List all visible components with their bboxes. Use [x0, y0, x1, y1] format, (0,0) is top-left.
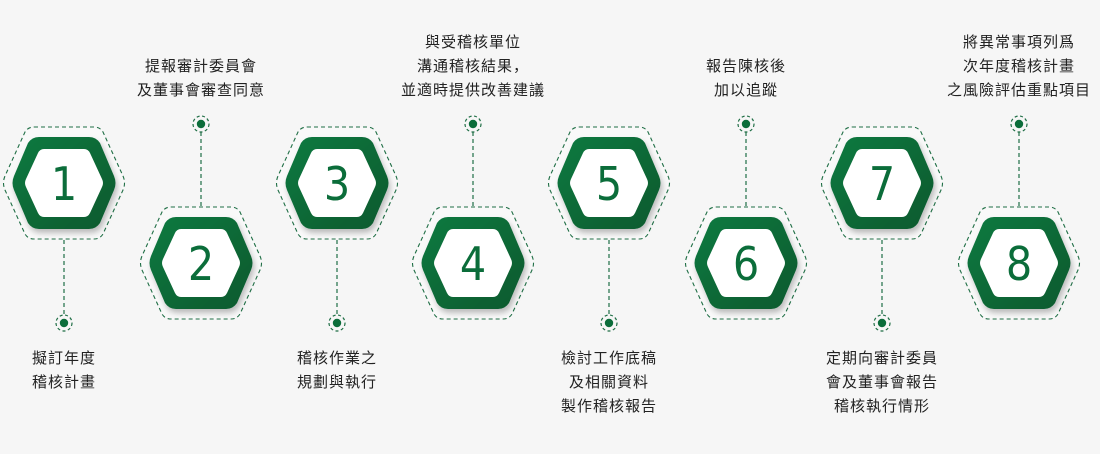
dot-ring	[55, 314, 73, 332]
step-2	[139, 115, 263, 320]
dot-ring	[1010, 115, 1028, 133]
dot-ring	[873, 314, 891, 332]
step-number: 4	[460, 237, 486, 291]
dot-ring	[192, 115, 210, 133]
hexagon-inner	[707, 229, 785, 297]
hexagon-inner	[570, 149, 648, 217]
step-1-label: 擬訂年度 稽核計畫	[31, 349, 96, 391]
step-6	[684, 115, 808, 320]
step-4-label: 與受稽核單位 溝通稽核結果， 並適時提供改善建議	[400, 33, 545, 99]
step-7	[820, 126, 944, 332]
step-number: 2	[188, 237, 214, 291]
step-7-label: 定期向審計委員 會及董事會報告 稽核執行情形	[825, 349, 938, 415]
step-number: 8	[1006, 237, 1032, 291]
step-6-label: 報告陳核後 加以追蹤	[705, 57, 786, 99]
step-3	[275, 126, 399, 332]
step-number: 6	[733, 237, 759, 291]
step-3-label: 稽核作業之 規劃與執行	[296, 349, 377, 391]
dot-icon	[332, 318, 342, 328]
dot-icon	[1014, 119, 1024, 129]
hexagon-inner	[25, 149, 103, 217]
dot-icon	[196, 119, 206, 129]
dot-icon	[59, 318, 69, 328]
dot-icon	[604, 318, 614, 328]
step-5	[547, 126, 671, 332]
step-1	[2, 126, 126, 332]
dot-ring	[737, 115, 755, 133]
hexagon-inner	[843, 149, 921, 217]
dot-ring	[328, 314, 346, 332]
step-8	[957, 115, 1081, 320]
step-number: 1	[51, 157, 77, 211]
hexagon-inner	[434, 229, 512, 297]
dot-icon	[468, 119, 478, 129]
step-2-label: 提報審計委員會 及董事會審查同意	[136, 57, 265, 99]
hexagon-inner	[162, 229, 240, 297]
dot-icon	[741, 119, 751, 129]
hexagon-inner	[980, 229, 1058, 297]
hexagon-inner	[298, 149, 376, 217]
dot-ring	[464, 115, 482, 133]
step-8-label: 將異常事項列爲 次年度稽核計畫 之風險評估重點項目	[946, 33, 1091, 99]
dot-ring	[600, 314, 618, 332]
step-number: 7	[869, 157, 895, 211]
step-number: 5	[596, 157, 622, 211]
dot-icon	[877, 318, 887, 328]
step-4	[411, 115, 535, 320]
step-5-label: 檢討工作底稿 及相關資料 製作稽核報告	[560, 349, 657, 415]
step-number: 3	[324, 157, 350, 211]
